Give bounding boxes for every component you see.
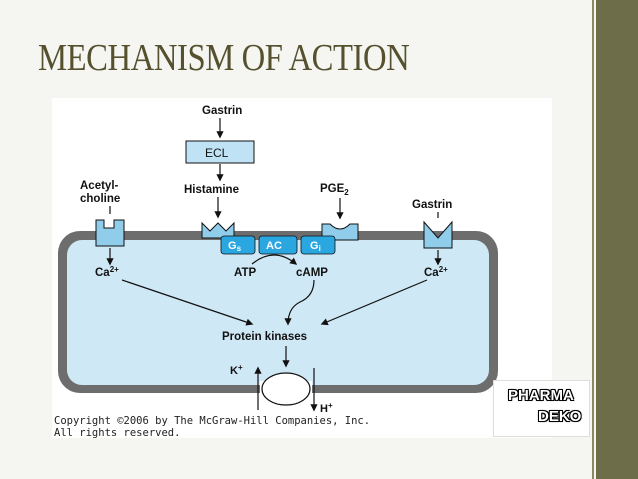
proton-pump [261,372,311,406]
gs-protein [220,235,256,255]
gastrin-top-label: Gastrin [202,105,242,117]
accent-divider [592,0,594,479]
histamine-label: Histamine [184,184,239,196]
pge2-label: PGE2 [320,183,349,197]
gs-label: Gs [228,240,242,253]
atp-label: ATP [234,267,256,279]
gastrin-receptor [423,220,453,249]
camp-label: cAMP [296,267,328,279]
arrow-ca-left-to-kinases [121,279,254,326]
copyright-line-2: All rights reserved. [54,427,181,439]
ca-right-label: Ca2+ [424,265,448,279]
pharmadeko-logo: PHARMA DEKO [493,380,590,437]
histamine-receptor [201,221,235,239]
k-ion-label: K+ [230,363,243,377]
cell-interior [67,240,489,385]
accent-sidebar [596,0,638,479]
ecl-label: ECL [205,146,229,160]
gi-label: Gi [310,240,321,253]
h-ion-label: H+ [320,401,333,415]
acetylcholine-label-line1: Acetyl- [80,180,119,192]
arrow-ca-right-to-kinases [320,279,428,326]
slide-title: MECHANISM OF ACTION [38,37,410,79]
ac-label: AC [266,240,282,252]
gastrin-right-label: Gastrin [412,199,452,211]
acetylcholine-label-line2: choline [80,193,120,205]
logo-text-line-2: DEKO [538,408,582,425]
arrow-atp-to-camp [251,254,298,265]
protein-kinases-label: Protein kinases [222,331,307,343]
ca-left-label: Ca2+ [95,265,119,279]
ecl-box [185,140,255,164]
gi-protein [300,235,336,255]
mechanism-figure: Gastrin ECL Histamine Acetyl- choline PG… [52,98,552,438]
copyright-line-1: Copyright ©2006 by The McGraw-Hill Compa… [54,415,371,427]
adenylyl-cyclase [258,235,298,255]
muscarinic-receptor [95,219,125,247]
logo-text-line-1: PHARMA [508,387,574,404]
copyright-notice: Copyright ©2006 by The McGraw-Hill Compa… [54,415,370,439]
arrow-camp-to-kinases [284,279,315,326]
